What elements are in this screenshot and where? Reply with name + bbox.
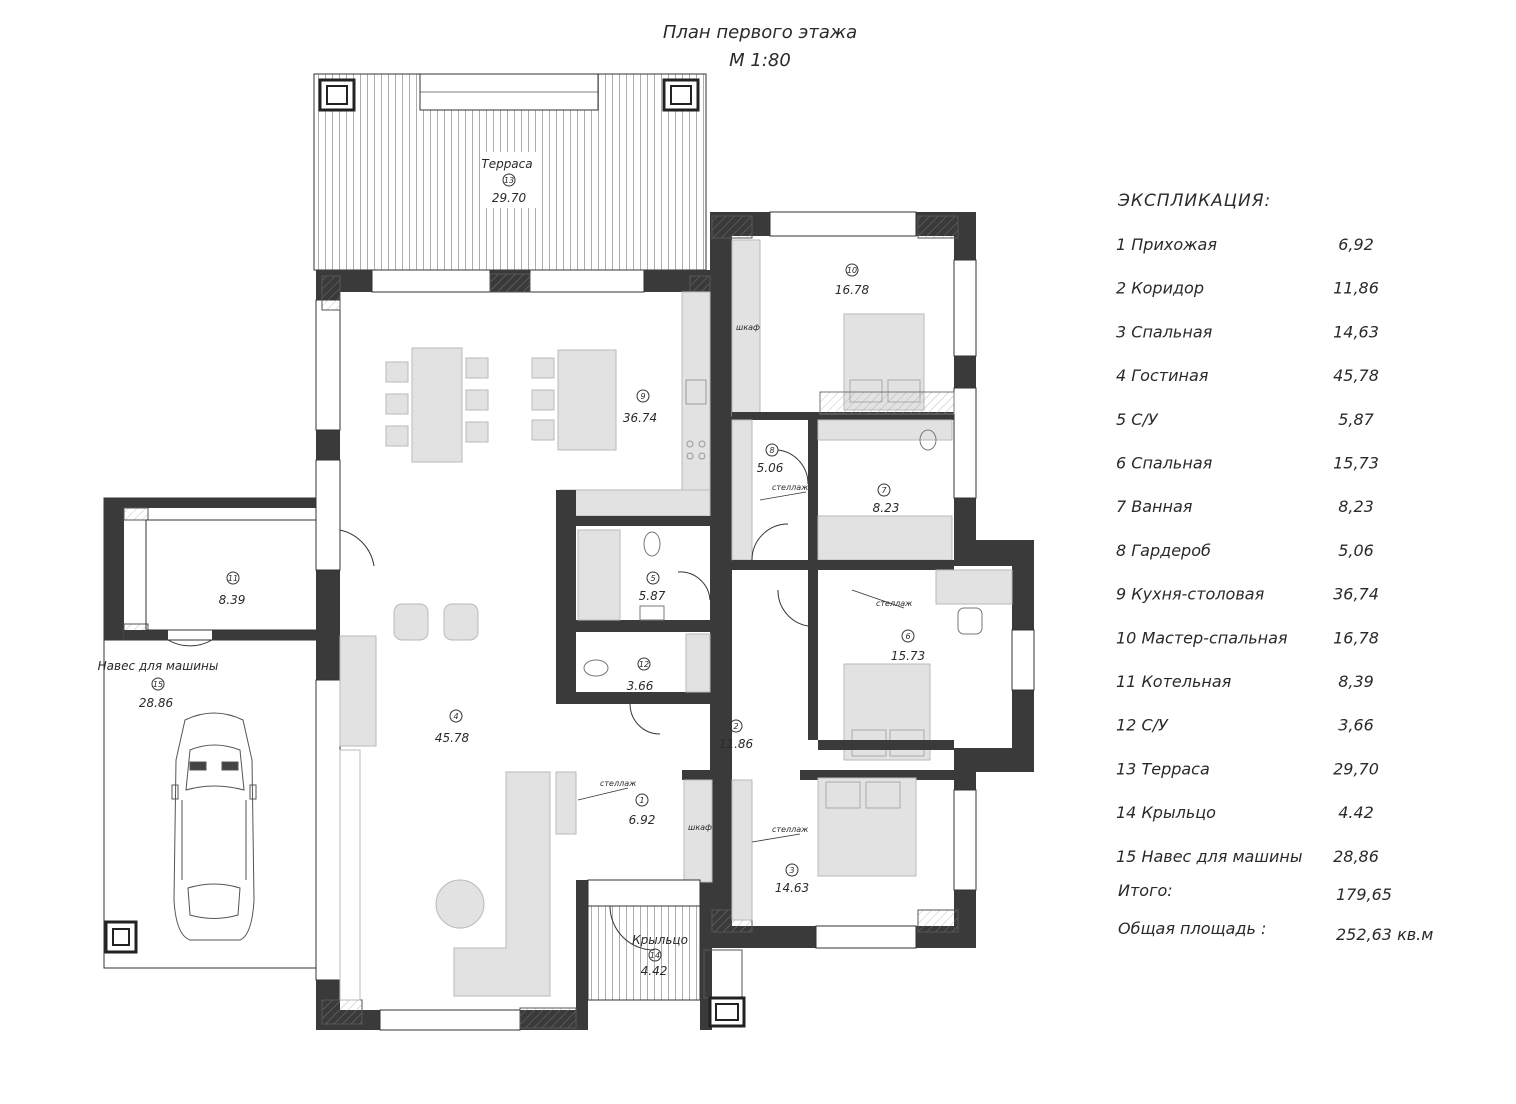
room-13-area: 29.70 <box>492 191 527 205</box>
explication-item-name: 3 Спальная <box>1116 322 1213 341</box>
dining-tables <box>385 347 617 463</box>
shelf-label-2: стеллаж <box>876 599 913 608</box>
explication-item-name: 1 Прихожая <box>1116 235 1217 254</box>
overall-label: Общая площадь : <box>1118 919 1266 938</box>
room-14-area: 4.42 <box>641 964 668 978</box>
explication-item-area: 29,70 <box>1333 759 1379 778</box>
porch <box>587 879 746 1028</box>
room-15-area: 28.86 <box>139 696 174 710</box>
explication-item-area: 3,66 <box>1338 716 1374 735</box>
explication-item-area: 4.42 <box>1338 803 1374 822</box>
room-12-num: 12 <box>639 660 649 669</box>
room-5-num: 5 <box>650 574 655 583</box>
dressing-bath <box>731 419 954 570</box>
room-7-num: 7 <box>881 486 887 495</box>
overall-value: 252,63 кв.м <box>1336 925 1433 944</box>
explication-item-area: 8,23 <box>1338 497 1374 516</box>
explication-item-area: 6,92 <box>1338 235 1374 254</box>
room-10-area: 16.78 <box>835 283 870 297</box>
explication-item-name: 14 Крыльцо <box>1116 803 1216 822</box>
bedroom-3 <box>682 770 954 921</box>
carport <box>103 497 321 969</box>
windows <box>315 211 1035 1031</box>
room-15-name: Навес для машины <box>98 659 219 673</box>
car-icon <box>171 712 257 941</box>
boiler-room <box>104 498 321 647</box>
room-7-area: 8.23 <box>873 501 900 515</box>
room-10-num: 10 <box>847 266 857 275</box>
kitchen-counters <box>559 291 711 517</box>
total-value: 179,65 <box>1336 885 1392 904</box>
explication-item-name: 7 Ванная <box>1116 497 1193 516</box>
room-1-num: 1 <box>639 796 644 805</box>
wardrobe-label-2: шкаф <box>688 823 712 832</box>
explication-item-name: 4 Гостиная <box>1116 366 1209 385</box>
explication-item-area: 5,06 <box>1338 541 1374 560</box>
room-11-area: 8.39 <box>219 593 246 607</box>
bathrooms <box>556 490 712 735</box>
plan-scale: М 1:80 <box>729 50 791 71</box>
room-13-name: Терраса <box>481 157 532 171</box>
room-5-area: 5.87 <box>639 589 666 603</box>
wardrobe-label-1: шкаф <box>736 323 760 332</box>
explication-item-area: 28,86 <box>1333 847 1379 866</box>
room-15-num: 15 <box>153 680 163 689</box>
room-labels: Терраса 13 29.70 9 36.74 10 16.78 8 5.06… <box>98 157 926 978</box>
explication-item-area: 5,87 <box>1338 410 1374 429</box>
room-8-num: 8 <box>769 446 774 455</box>
shelf-label-4: стеллаж <box>772 825 809 834</box>
room-3-area: 14.63 <box>775 881 809 895</box>
shelf-label-3: стеллаж <box>600 779 637 788</box>
explication-item-name: 6 Спальная <box>1116 454 1213 473</box>
room-8-area: 5.06 <box>757 461 784 475</box>
room-1-area: 6.92 <box>629 813 656 827</box>
room-14-name: Крыльцо <box>632 933 688 947</box>
explication-item-name: 12 С/У <box>1116 716 1169 735</box>
explication-item-area: 11,86 <box>1333 279 1379 298</box>
explication-item-area: 45,78 <box>1333 366 1379 385</box>
explication-item-area: 15,73 <box>1333 454 1379 473</box>
explication-item-area: 16,78 <box>1333 628 1379 647</box>
explication-item-area: 8,39 <box>1338 672 1374 691</box>
room-9-area: 36.74 <box>623 411 657 425</box>
room-4-num: 4 <box>453 712 458 721</box>
room-12-area: 3.66 <box>627 679 654 693</box>
room-6-area: 15.73 <box>891 649 925 663</box>
explication-item-area: 36,74 <box>1333 585 1379 604</box>
explication-item-area: 14,63 <box>1333 322 1379 341</box>
explication-item-name: 11 Котельная <box>1116 672 1232 691</box>
explication-item-name: 2 Коридор <box>1116 279 1204 298</box>
room-2-num: 2 <box>733 722 738 731</box>
explication-item-name: 13 Терраса <box>1116 759 1210 778</box>
explication-item-name: 10 Мастер-спальная <box>1116 628 1288 647</box>
annotations: стеллаж стеллаж стеллаж стеллаж шкаф шка… <box>577 323 913 843</box>
master-bedroom <box>731 239 955 420</box>
bedroom-6 <box>777 569 1013 761</box>
room-14-num: 14 <box>650 951 660 960</box>
room-2-area: 11.86 <box>719 737 754 751</box>
explication-table: ЭКСПЛИКАЦИЯ: 1 Прихожая 6,92 2 Коридор 11,8… <box>1116 191 1433 944</box>
terrace <box>313 73 707 271</box>
room-3-num: 3 <box>789 866 794 875</box>
living-furniture <box>339 603 577 1001</box>
room-13-num: 13 <box>504 176 514 185</box>
plan-title: План первого этажа <box>663 22 857 43</box>
shelf-label-1: стеллаж <box>772 483 809 492</box>
room-11-num: 11 <box>228 574 238 583</box>
total-label: Итого: <box>1118 881 1173 900</box>
room-4-area: 45.78 <box>435 731 470 745</box>
corner-columns <box>321 215 959 1029</box>
explication-item-name: 15 Навес для машины <box>1116 847 1302 866</box>
room-9-num: 9 <box>640 392 645 401</box>
room-6-num: 6 <box>905 632 910 641</box>
explication-item-name: 9 Кухня-столовая <box>1116 585 1265 604</box>
explication-item-name: 8 Гардероб <box>1116 541 1211 560</box>
explication-heading: ЭКСПЛИКАЦИЯ: <box>1117 191 1271 211</box>
explication-item-name: 5 С/У <box>1116 410 1159 429</box>
